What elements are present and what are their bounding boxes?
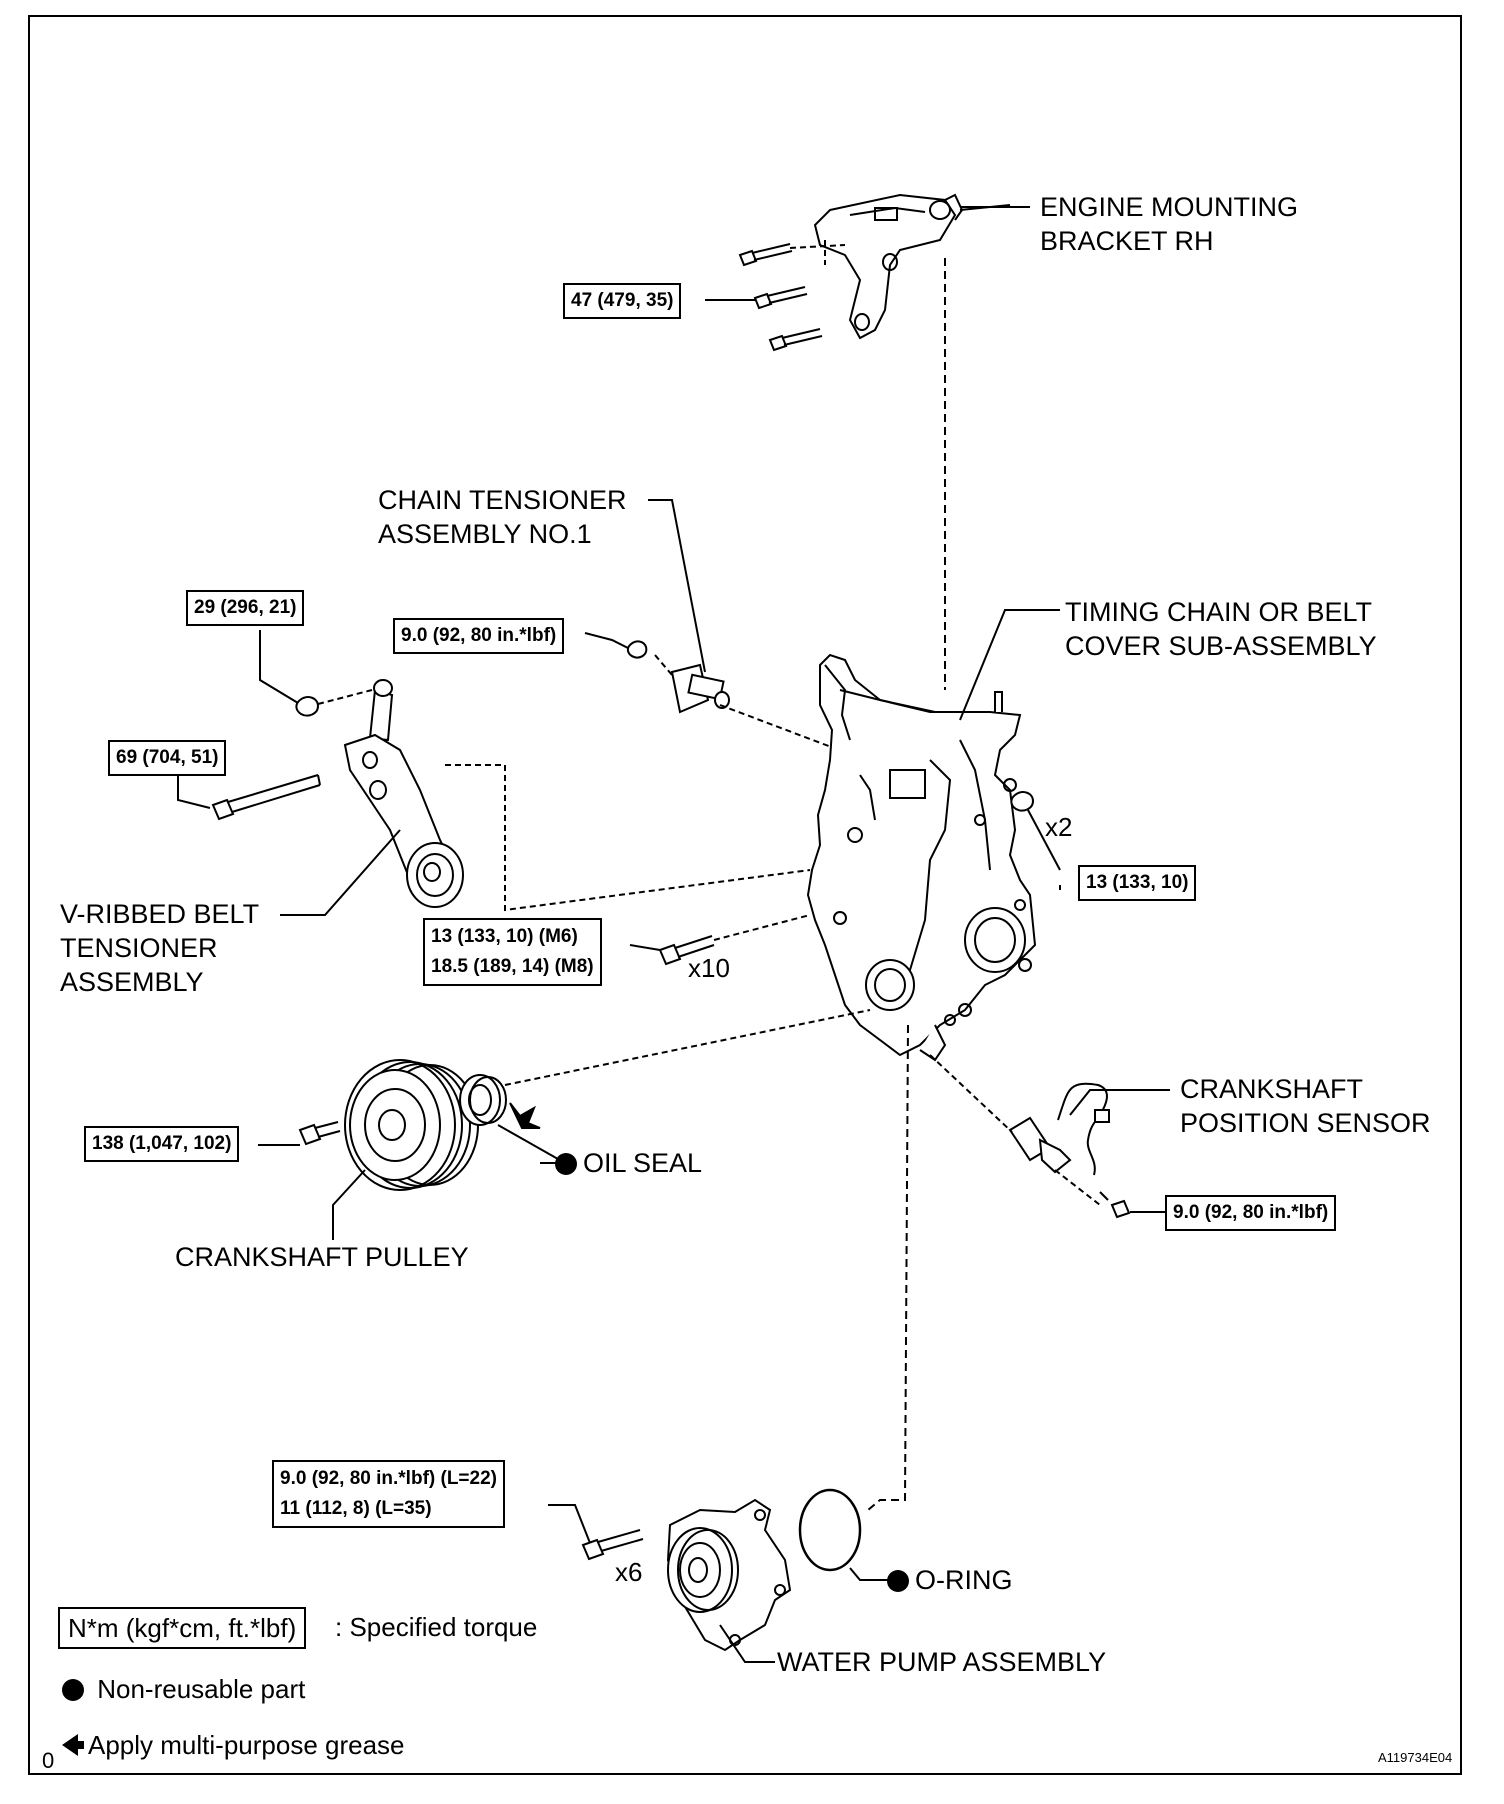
figure-id: A119734E04 <box>1378 1750 1453 1765</box>
timing-chain-cover-label: TIMING CHAIN OR BELT COVER SUB-ASSEMBLY <box>1065 597 1377 661</box>
torque-cover-nut: 13 (133, 10) <box>1078 865 1197 901</box>
engine-mounting-bracket-label: ENGINE MOUNTING BRACKET RH <box>1040 192 1299 256</box>
cover-bolts <box>658 935 715 966</box>
o-ring-part <box>798 1488 862 1572</box>
bracket-bolts <box>738 243 823 352</box>
legend-non-reusable-text: Non-reusable part <box>97 1674 306 1704</box>
page-mark: 0 <box>42 1748 55 1773</box>
crankshaft-position-sensor-part <box>1008 1082 1110 1176</box>
torque-pulley-bolt: 138 (1,047, 102) <box>84 1126 240 1162</box>
timing-cover-part <box>806 653 1037 1062</box>
water-pump-part <box>666 1498 792 1652</box>
chain-tensioner-label: CHAIN TENSIONER ASSEMBLY NO.1 <box>378 485 627 549</box>
legend-grease: Apply multi-purpose grease <box>62 1730 405 1761</box>
torque-pump-bolts-l22: 9.0 (92, 80 in.*lbf) (L=22) <box>280 1468 497 1489</box>
pulley-bolt <box>298 1121 341 1146</box>
grease-arrow-icon <box>62 1734 84 1756</box>
crankshaft-pulley-label: CRANKSHAFT PULLEY <box>175 1242 469 1272</box>
torque-tensioner-nut: 29 (296, 21) <box>186 590 305 626</box>
legend-non-reusable: Non-reusable part <box>62 1674 305 1705</box>
torque-cover-bolts: 13 (133, 10) (M6) 18.5 (189, 14) (M8) <box>423 918 602 986</box>
legend-torque-unit: N*m (kgf*cm, ft.*lbf) <box>58 1607 307 1649</box>
cover-bolts-multiplier: x10 <box>688 953 730 983</box>
torque-bracket-bolts: 47 (479, 35) <box>563 283 682 319</box>
torque-cover-bolts-m6: 13 (133, 10) (M6) <box>431 926 578 947</box>
pump-bolts <box>581 1529 644 1561</box>
engine-mounting-bracket-part <box>813 193 1011 340</box>
v-ribbed-belt-tensioner-part <box>343 679 464 908</box>
non-reusable-dot-icon <box>62 1679 84 1701</box>
o-ring-text: O-RING <box>915 1565 1013 1595</box>
chain-tensioner-part <box>626 640 730 714</box>
oil-seal-label: OIL SEAL <box>555 1146 702 1180</box>
torque-pump-bolts-l35: 11 (112, 8) (L=35) <box>280 1498 432 1519</box>
non-reusable-dot-icon <box>555 1153 577 1175</box>
cover-nuts-multiplier: x2 <box>1045 812 1073 842</box>
legend-torque-desc: : Specified torque <box>335 1612 538 1642</box>
sensor-bolt <box>1099 1191 1131 1219</box>
cover-nut <box>1010 791 1035 812</box>
torque-sensor-bolt: 9.0 (92, 80 in.*lbf) <box>1165 1195 1337 1231</box>
o-ring-label: O-RING <box>887 1563 1013 1597</box>
tensioner-nut <box>295 696 320 717</box>
crankshaft-pulley-part <box>344 1059 479 1191</box>
torque-pump-bolts: 9.0 (92, 80 in.*lbf) (L=22) 11 (112, 8) … <box>272 1460 505 1528</box>
torque-chain-tensioner-nut: 9.0 (92, 80 in.*lbf) <box>393 618 565 654</box>
tensioner-bolt <box>211 774 321 821</box>
torque-cover-bolts-m8: 18.5 (189, 14) (M8) <box>431 956 594 977</box>
oil-seal-part <box>459 1074 507 1126</box>
pump-bolts-multiplier: x6 <box>615 1557 643 1587</box>
v-ribbed-belt-tensioner-label: V-RIBBED BELT TENSIONER ASSEMBLY <box>60 899 260 997</box>
leader-lines <box>177 206 1170 1663</box>
torque-tensioner-bolt: 69 (704, 51) <box>108 740 227 776</box>
diagram-frame <box>28 15 1462 1775</box>
crankshaft-position-sensor-label: CRANKSHAFT POSITION SENSOR <box>1180 1074 1431 1138</box>
non-reusable-dot-icon <box>887 1570 909 1592</box>
legend-grease-text: Apply multi-purpose grease <box>88 1730 405 1760</box>
water-pump-label: WATER PUMP ASSEMBLY <box>777 1647 1107 1677</box>
oil-seal-text: OIL SEAL <box>583 1148 703 1178</box>
